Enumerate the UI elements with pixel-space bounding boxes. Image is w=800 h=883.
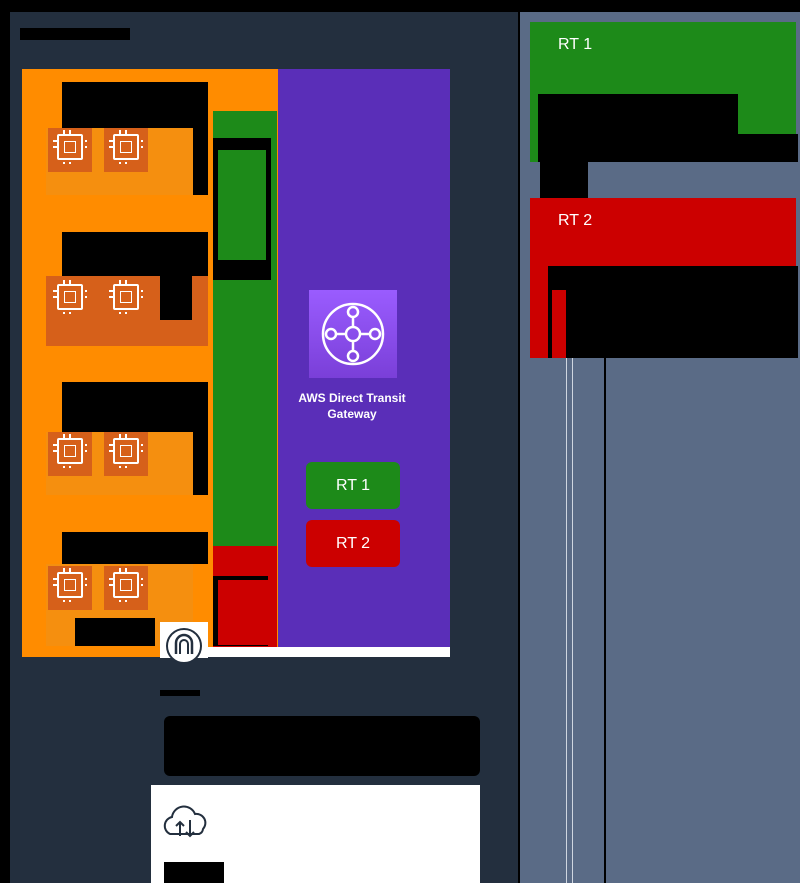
subnet-4-note-redacted: [75, 618, 155, 646]
on-premises-label-redacted: [164, 862, 224, 883]
tgw-route-table-1[interactable]: RT 1: [306, 462, 400, 509]
transit-gateway-label: AWS Direct Transit Gateway: [298, 391, 406, 421]
subnet-1-label: [62, 82, 208, 128]
subnet-1-edge: [193, 128, 208, 195]
region-divider: [208, 647, 450, 657]
attachment-rt1-a-inner: [218, 150, 266, 260]
region-title-redacted: [20, 28, 130, 40]
ec2-instance-icon: [104, 128, 148, 172]
attachment-rt2-inner: [218, 580, 268, 645]
connector-line: [566, 358, 567, 883]
route-entry-redacted: [538, 134, 798, 162]
subnet-3-edge: [193, 432, 208, 495]
connector-line: [572, 358, 573, 883]
ec2-instance-icon: [104, 432, 148, 476]
connection-label-redacted: [164, 716, 480, 776]
route-table-1-title: RT 1: [558, 36, 593, 53]
subnet-4-label: [62, 532, 208, 564]
subnet-3-label: [62, 382, 208, 432]
ec2-instance-icon: [48, 128, 92, 172]
route-entry-accent: [552, 290, 566, 358]
route-entry-redacted: [538, 94, 738, 134]
route-entry-redacted: [548, 266, 798, 358]
subnet-2-label-tail: [160, 276, 192, 320]
tgw-route-table-2[interactable]: RT 2: [306, 520, 400, 567]
ec2-instance-icon: [48, 566, 92, 610]
connector-line: [604, 358, 606, 883]
subnet-2-label: [62, 232, 208, 276]
gateway-label-redacted: [160, 690, 200, 696]
connector-redacted: [540, 162, 588, 198]
attachment-rt1-c: [213, 416, 277, 546]
attachment-rt1-b: [213, 266, 277, 416]
ec2-instance-icon: [48, 432, 92, 476]
ec2-instance-icon: [48, 278, 92, 322]
cloud-upload-download-icon: [158, 802, 214, 842]
route-table-2-title: RT 2: [558, 212, 593, 229]
ec2-instance-icon: [104, 566, 148, 610]
transit-gateway-icon: [309, 290, 397, 378]
attachment-label-redacted: [213, 266, 271, 280]
ec2-instance-icon: [104, 278, 148, 322]
gateway-icon: [164, 626, 204, 666]
